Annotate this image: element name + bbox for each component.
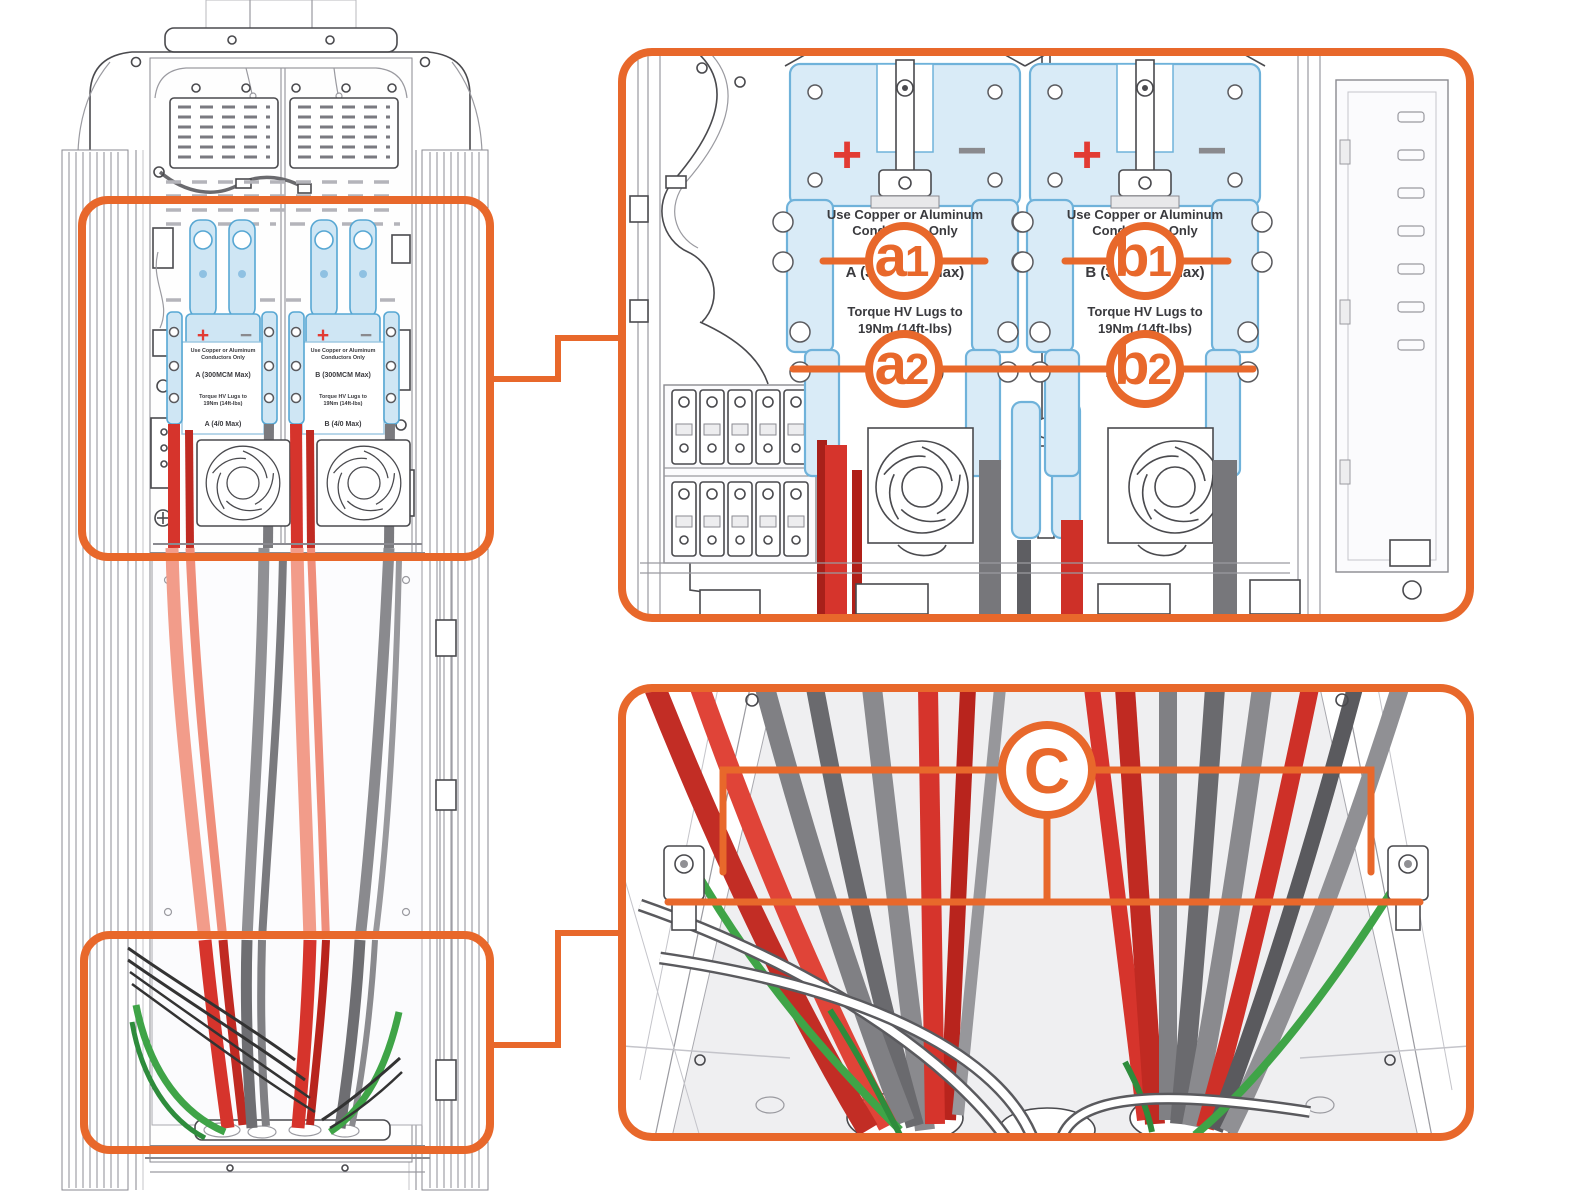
vent-panel-left bbox=[169, 97, 279, 169]
cabinet-cap bbox=[77, 27, 483, 153]
torque-note-b-1: Torque HV Lugs to bbox=[319, 394, 368, 400]
polarity-plus-b: + bbox=[317, 324, 329, 347]
vent-panel-right bbox=[289, 97, 399, 169]
svg-text:b1: b1 bbox=[1114, 224, 1171, 289]
ground-lug-left bbox=[663, 693, 759, 931]
callout-a1-digit: 1 bbox=[905, 237, 929, 286]
callout-b1: b1 bbox=[1061, 222, 1232, 300]
cabinet-left-fins bbox=[61, 149, 129, 1191]
detail-torque-a-1: Torque HV Lugs to bbox=[847, 304, 962, 319]
callout-b2: b2 bbox=[1106, 330, 1184, 408]
callout-b2-letter: b bbox=[1114, 332, 1148, 397]
callout-a2-digit: 2 bbox=[905, 345, 928, 394]
cabinet-right-fins bbox=[421, 149, 489, 1191]
callout-b1-letter: b bbox=[1114, 224, 1148, 289]
svg-text:a1: a1 bbox=[875, 224, 929, 289]
cabinet-overview: + − Use Copper or Aluminum Conductors On… bbox=[61, 0, 494, 1191]
callout-c: C bbox=[664, 721, 1424, 906]
cabinet-busbar-unit-b: + − Use Copper or Aluminum Conductors On… bbox=[288, 219, 411, 549]
polarity-minus-a: − bbox=[240, 324, 252, 347]
callout-c-letter: C bbox=[1024, 735, 1070, 807]
detail-box-hv-border bbox=[618, 48, 1474, 622]
conductor-note-b-2: Conductors Only bbox=[321, 355, 365, 361]
leader-line-bottom bbox=[490, 930, 622, 1048]
size-label-b: B (300MCM Max) bbox=[315, 372, 371, 379]
cabinet-busbar-unit-a: + − Use Copper or Aluminum Conductors On… bbox=[166, 219, 291, 549]
conductor-note-a-1: Use Copper or Aluminum bbox=[191, 348, 256, 354]
polarity-minus-a1: − bbox=[957, 122, 987, 180]
detail-view-hv-terminals: + − Use Copper or Aluminum Conductors On… bbox=[626, 56, 1466, 614]
detail-torque-b-1: Torque HV Lugs to bbox=[1087, 304, 1202, 319]
bottom-section-panel bbox=[151, 934, 423, 1126]
torque-note-b-2: 19Nm (14ft-lbs) bbox=[324, 401, 363, 407]
detail-torque-a-2: 19Nm (14ft-lbs) bbox=[858, 321, 952, 336]
polarity-plus-b1: + bbox=[1072, 126, 1102, 184]
polarity-plus-a: + bbox=[197, 324, 209, 347]
leader-line-top bbox=[490, 335, 622, 382]
svg-text:b2: b2 bbox=[1114, 332, 1170, 397]
detail-conductor-b-1: Use Copper or Aluminum bbox=[1067, 207, 1223, 222]
entry-cables bbox=[644, 692, 1409, 1133]
conductor-note-b-1: Use Copper or Aluminum bbox=[311, 348, 376, 354]
size-label-a: A (300MCM Max) bbox=[195, 372, 250, 379]
svg-text:a2: a2 bbox=[875, 332, 928, 397]
detail-view-cable-entry: C bbox=[626, 692, 1466, 1133]
lug-label-a: A (4/0 Max) bbox=[205, 421, 242, 428]
callout-a1-letter: a bbox=[875, 224, 908, 289]
polarity-plus-a1: + bbox=[832, 126, 862, 184]
detail-right-components bbox=[1297, 56, 1449, 614]
cabinet-cables-bottom bbox=[127, 939, 403, 1141]
callout-a1: a1 bbox=[819, 222, 989, 300]
torque-note-a-2: 19Nm (14ft-lbs) bbox=[204, 401, 243, 407]
lug-label-b: B (4/0 Max) bbox=[325, 421, 362, 428]
torque-note-a-1: Torque HV Lugs to bbox=[199, 394, 248, 400]
cabinet-cables-middle bbox=[165, 547, 402, 941]
detail-busbar-unit-a: + − Use Copper or Aluminum Conductors On… bbox=[772, 56, 1033, 614]
polarity-minus-b: − bbox=[360, 324, 372, 347]
entry-ground-wires bbox=[696, 875, 1404, 1133]
callout-b1-digit: 1 bbox=[1147, 237, 1171, 286]
callout-b2-digit: 2 bbox=[1147, 345, 1170, 394]
polarity-minus-b1: − bbox=[1197, 122, 1227, 180]
conductor-note-a-2: Conductors Only bbox=[201, 355, 245, 361]
detail-left-components bbox=[629, 56, 817, 614]
entry-conduits bbox=[637, 898, 1311, 1133]
callout-a2-letter: a bbox=[875, 332, 908, 397]
detail-box-entry-border bbox=[618, 684, 1474, 1141]
detail-torque-b-2: 19Nm (14ft-lbs) bbox=[1098, 321, 1192, 336]
detail-conductor-a-1: Use Copper or Aluminum bbox=[827, 207, 983, 222]
